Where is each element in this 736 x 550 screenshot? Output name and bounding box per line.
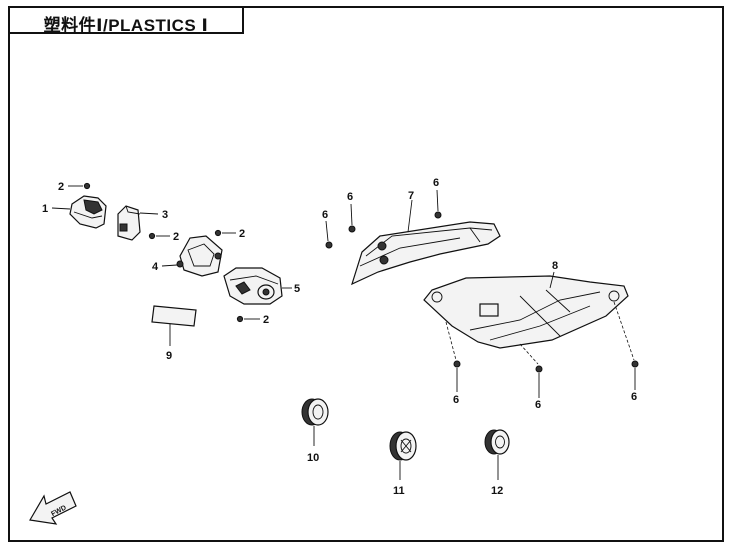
callout-4: 4 — [152, 261, 159, 273]
callout-2d: 2 — [263, 314, 269, 326]
title-box: 塑料件Ⅰ/PLASTICS Ⅰ — [8, 6, 244, 35]
callout-2b: 2 — [173, 231, 179, 243]
part-6-screw-b: 6 — [347, 191, 356, 233]
part-6-screw-e: 6 — [519, 343, 543, 411]
part-6-screw-c: 6 — [433, 177, 442, 219]
part-6-screw-f: 6 — [613, 301, 639, 403]
part-10-grommet: 10 — [301, 398, 329, 464]
part-2-screw-d: 2 — [236, 314, 269, 326]
fwd-arrow-icon: FWD — [29, 491, 77, 525]
callout-6c: 6 — [433, 177, 439, 189]
callout-5: 5 — [294, 283, 300, 295]
part-2-screw-c: 2 — [214, 228, 245, 240]
part-12-grommet: 12 — [484, 429, 510, 497]
page-title: 塑料件Ⅰ/PLASTICS Ⅰ — [43, 16, 209, 35]
callout-6f: 6 — [631, 391, 637, 403]
part-6-screw-a: 6 — [322, 209, 333, 249]
callout-1: 1 — [42, 203, 48, 215]
callout-2c: 2 — [239, 228, 245, 240]
callout-12: 12 — [491, 485, 503, 497]
part-2-screw-b: 2 — [148, 231, 179, 243]
callout-6d: 6 — [453, 394, 459, 406]
part-7-side-cover: 7 — [351, 190, 501, 286]
part-3-bracket: 3 — [117, 205, 168, 241]
part-8-side-panel: 8 — [423, 260, 629, 349]
part-9-decal: 9 — [151, 305, 197, 362]
callout-6e: 6 — [535, 399, 541, 411]
callout-11: 11 — [393, 485, 405, 497]
callout-3: 3 — [162, 209, 168, 221]
drawing-frame — [8, 6, 724, 542]
callout-10: 10 — [307, 452, 319, 464]
callout-9: 9 — [166, 350, 172, 362]
part-4-mounting-frame: 4 — [152, 235, 223, 277]
part-2-screw-a: 2 — [58, 181, 91, 193]
part-11-grommet: 11 — [389, 431, 417, 497]
part-6-screw-d: 6 — [445, 321, 461, 406]
part-1-switch-housing: 1 — [42, 195, 107, 229]
callout-2a: 2 — [58, 181, 64, 193]
callout-8: 8 — [552, 260, 558, 272]
callout-6b: 6 — [347, 191, 353, 203]
callout-7: 7 — [408, 190, 414, 202]
part-5-lower-housing: 5 — [223, 267, 300, 305]
callout-6a: 6 — [322, 209, 328, 221]
